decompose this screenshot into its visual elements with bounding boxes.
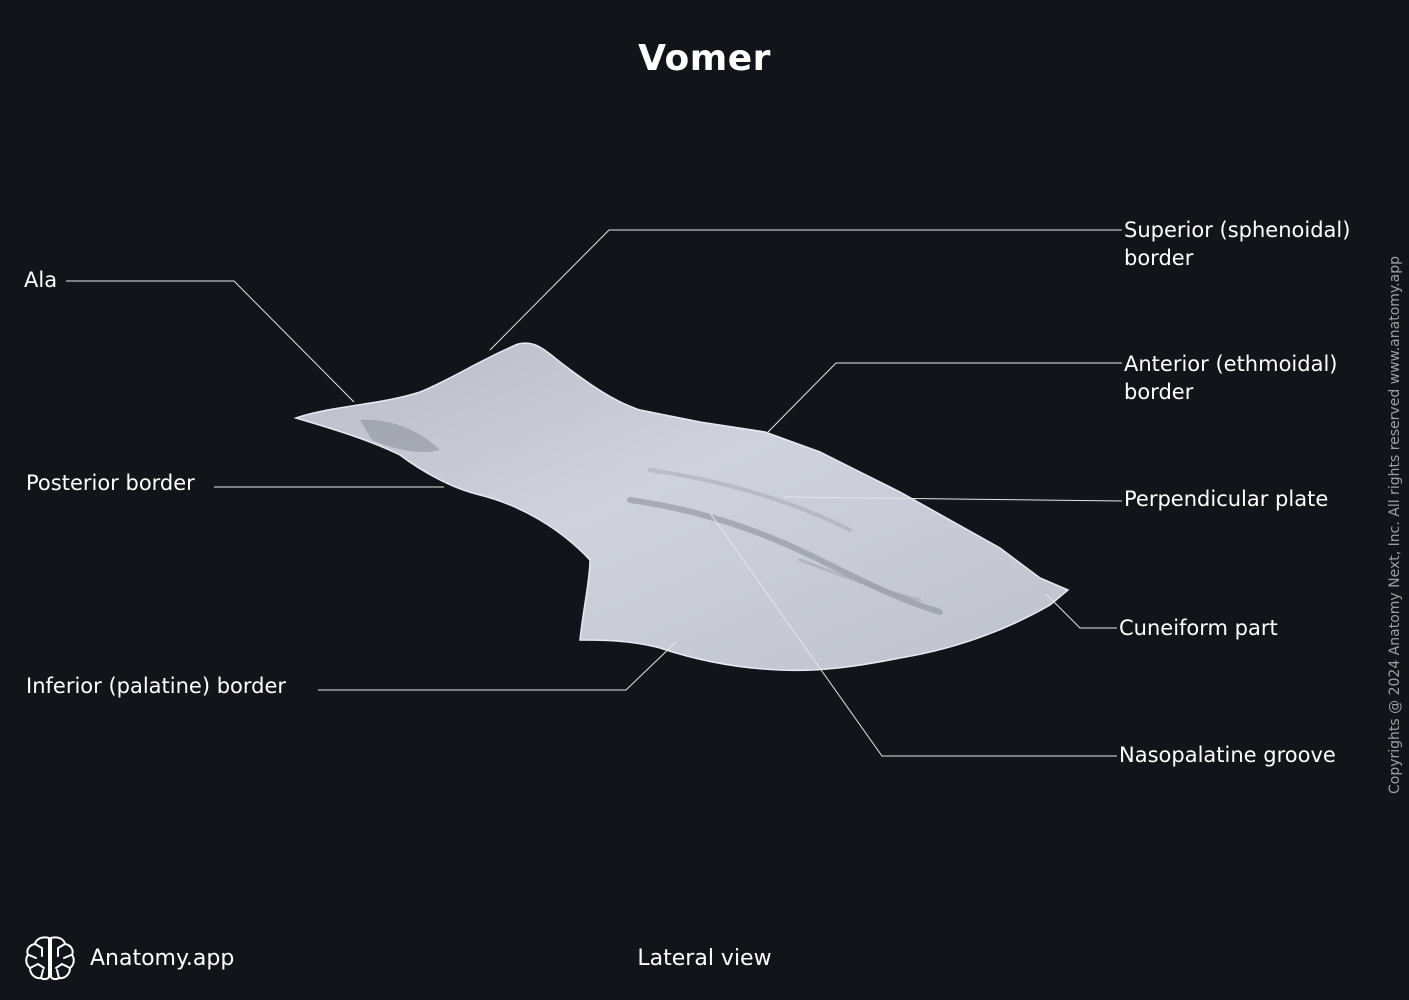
label-anterior-border-line2: border — [1124, 380, 1194, 404]
copyright-notice: Copyrights @ 2024 Anatomy Next, Inc. All… — [1387, 256, 1403, 794]
page-title: Vomer — [638, 38, 771, 79]
label-perpendicular-plate: Perpendicular plate — [1124, 487, 1329, 511]
label-anterior-border: Anterior (ethmoidal) border — [1124, 350, 1337, 406]
label-anterior-border-line1: Anterior (ethmoidal) — [1124, 352, 1338, 376]
leader-perpendicular-plate — [783, 496, 1123, 502]
brand-name: Anatomy.app — [90, 945, 235, 971]
ala-shadow — [360, 419, 440, 452]
view-caption: Lateral view — [637, 946, 772, 971]
plate-ridge-mark — [648, 468, 852, 532]
label-ala: Ala — [24, 268, 58, 292]
nasopalatine-groove-mark — [627, 497, 943, 615]
label-posterior-border: Posterior border — [26, 471, 195, 495]
brand-logo[interactable]: Anatomy.app — [24, 934, 234, 982]
leader-nasopalatine-groove — [709, 512, 1117, 757]
label-nasopalatine-groove: Nasopalatine groove — [1119, 743, 1336, 767]
plate-ridge-mark-2 — [798, 558, 922, 602]
label-superior-border-line2: border — [1124, 246, 1194, 270]
label-inferior-border: Inferior (palatine) border — [26, 674, 287, 698]
label-cuneiform-part: Cuneiform part — [1119, 616, 1278, 640]
leader-anterior-border — [767, 362, 1122, 433]
leader-cuneiform-part — [1045, 593, 1117, 629]
label-superior-border-line1: Superior (sphenoidal) — [1124, 218, 1351, 242]
brain-icon — [25, 936, 75, 981]
leader-inferior-border — [318, 641, 677, 691]
leader-superior-border — [489, 229, 1122, 351]
leader-ala — [66, 280, 355, 403]
label-superior-border: Superior (sphenoidal) border — [1124, 216, 1350, 272]
